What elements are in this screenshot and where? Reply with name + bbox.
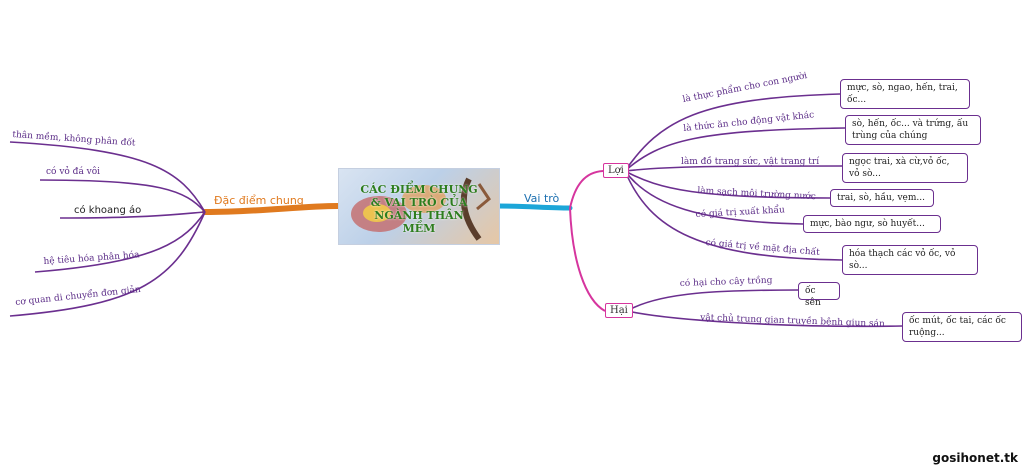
left-main-branch xyxy=(202,203,341,215)
loi-link-3 xyxy=(624,165,843,172)
loi-detail-4: trai, sò, hầu, vẹm... xyxy=(830,189,934,207)
left-link-1 xyxy=(9,141,206,213)
center-topic-image: CÁC ĐIỂM CHUNG & VAI TRÒ CỦA NGÀNH THÂN … xyxy=(338,168,500,245)
left-item-3[interactable]: có khoang áo xyxy=(74,205,142,216)
loi-detail-5: mực, bào ngư, sò huyết... xyxy=(803,215,941,233)
link-loi xyxy=(569,170,604,209)
right-main-branch xyxy=(495,203,573,211)
hai-link-2 xyxy=(626,310,903,328)
loi-detail-2: sò, hến, ốc... và trứng, ấu trùng của ch… xyxy=(845,115,981,145)
loi-detail-3: ngọc trai, xà cừ,vỏ ốc, vỏ sò... xyxy=(842,153,968,183)
loi-item-label-3[interactable]: làm đồ trang sức, vật trang trí xyxy=(681,157,820,167)
center-title: CÁC ĐIỂM CHUNG & VAI TRÒ CỦA NGÀNH THÂN … xyxy=(360,183,478,235)
loi-link-6 xyxy=(624,170,843,261)
loi-detail-1: mực, sò, ngao, hến, trai, ốc... xyxy=(840,79,970,109)
hai-link-1 xyxy=(626,289,799,312)
watermark-text: gosihonet.tk xyxy=(932,451,1018,465)
mollusc-illustration xyxy=(351,177,491,241)
left-item-2[interactable]: có vỏ đá vôi xyxy=(46,167,101,177)
loi-link-2 xyxy=(624,127,846,172)
link-hai xyxy=(569,207,606,312)
left-link-5 xyxy=(9,211,206,317)
loi-link-4 xyxy=(624,170,831,199)
left-branch-label[interactable]: Đặc điểm chung xyxy=(214,194,304,207)
loi-node[interactable]: Lợi xyxy=(603,163,629,178)
left-link-4 xyxy=(34,211,206,273)
loi-detail-6: hóa thạch các vỏ ốc, vỏ sò... xyxy=(842,245,978,275)
hai-node[interactable]: Hại xyxy=(605,303,633,318)
hai-detail-1: ốc sên xyxy=(798,282,840,308)
left-link-2 xyxy=(39,179,206,213)
left-link-3 xyxy=(59,211,206,219)
hai-detail-2: ốc mút, ốc tai, các ốc ruộng... xyxy=(902,312,1022,342)
loi-link-1 xyxy=(624,93,841,172)
right-branch-label[interactable]: Vai trò xyxy=(524,192,560,205)
loi-link-5 xyxy=(624,170,804,225)
